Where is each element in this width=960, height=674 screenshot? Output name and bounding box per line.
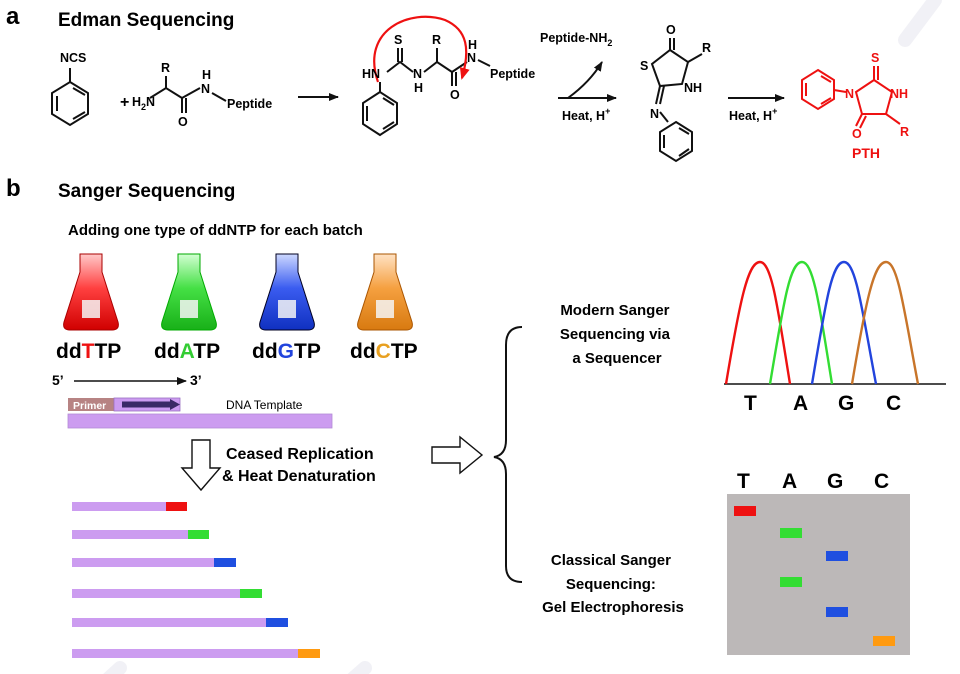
pth-n-label: N: [845, 87, 854, 101]
phenyl-ring-2: [362, 90, 398, 137]
flask-ddgtp: [259, 253, 315, 331]
pth-structure: [801, 66, 901, 129]
label-ddgtp: ddGTP: [252, 340, 321, 363]
thiazolinone-nh-label: NH: [684, 81, 702, 95]
amide-n-label: N: [201, 82, 210, 96]
panel-b-title: Sanger Sequencing: [58, 181, 235, 202]
chromatogram: [724, 260, 946, 385]
fragment-end-1: [166, 502, 187, 511]
amide-h-label: H: [202, 68, 211, 82]
conditions-label-2: Heat, H+: [729, 106, 777, 123]
label-ddctp: ddCTP: [350, 340, 418, 363]
chromatogram-peak-g: [810, 260, 878, 385]
gel-band-t: [734, 506, 756, 516]
modern-label: Modern Sanger Sequencing via a Sequencer: [560, 302, 674, 367]
down-hollow-arrow: [180, 439, 222, 492]
gel-lane-t: T: [737, 470, 750, 493]
gel-band-g-2: [826, 607, 848, 617]
pth-s-label: S: [871, 51, 879, 65]
chromatogram-peak-c: [850, 260, 920, 385]
flask-ddttp: [63, 253, 119, 331]
gel-lane-g: G: [827, 470, 843, 493]
gel-band-a-2: [780, 577, 802, 587]
primer-bar: [68, 398, 114, 411]
thiazolinone-ring: [650, 48, 690, 88]
classical-label: Classical Sanger Sequencing: Gel Electro…: [542, 552, 684, 616]
flask-ddatp: [161, 253, 217, 331]
gel-band-c: [873, 636, 895, 646]
r-group-label-2: R: [432, 33, 441, 47]
panel-a-title: Edman Sequencing: [58, 10, 234, 31]
carbonyl-o-label-2: O: [450, 88, 460, 102]
pth-r-label: R: [900, 125, 909, 139]
template-strand: [67, 413, 333, 429]
dna-template-diagram: 5’ 3’ Primer DNA Template: [52, 372, 333, 429]
r-group-label-1: R: [161, 61, 170, 75]
edman-scheme: [51, 38, 785, 163]
panel-b-letter: b: [6, 175, 21, 202]
step-line-2: & Heat Denaturation: [222, 468, 376, 485]
n-label-2: N: [413, 67, 422, 81]
hn-label: HN: [362, 67, 380, 81]
gel-lane-a: A: [782, 470, 797, 493]
template-label: DNA Template: [226, 398, 303, 412]
gel-lane-c: C: [874, 470, 889, 493]
gel-band-g-1: [826, 551, 848, 561]
label-ddttp: ddTTP: [56, 340, 121, 363]
thione-s-label: S: [394, 33, 402, 47]
nucleophilic-attack-arrow: [373, 15, 470, 83]
primer-label: Primer: [73, 400, 106, 412]
phenyl-ring-3: [659, 120, 693, 163]
pth-nh-label: NH: [890, 87, 908, 101]
thiazolinone-o-label: O: [666, 23, 676, 37]
thiazolinone-s-label: S: [640, 59, 648, 73]
label-ddatp: ddATP: [154, 340, 220, 363]
peptide-label-2: Peptide: [490, 67, 535, 81]
leaving-group-label: Peptide-NH2: [540, 31, 612, 48]
flask-ddctp: [357, 253, 413, 331]
imine-n-label: N: [650, 107, 659, 121]
h-label-2: H: [414, 81, 423, 95]
background-slashes: [103, 0, 942, 674]
flask-caption: Adding one type of ddNTP for each batch: [68, 222, 363, 239]
three-prime-label: 3’: [190, 372, 202, 388]
step-line-1: Ceased Replication: [226, 446, 374, 463]
h-label-3: H: [468, 38, 477, 52]
fragment-end-5: [266, 618, 288, 627]
peptide-label-1: Peptide: [227, 97, 272, 111]
pth-label: PTH: [852, 145, 880, 161]
pth-o-label: O: [852, 127, 862, 141]
bracket: [493, 326, 523, 583]
n-label-3: N: [467, 51, 476, 65]
fragment-end-6: [298, 649, 320, 658]
fragments: [72, 502, 320, 658]
chromatogram-base-a: A: [793, 392, 808, 415]
gel-bands: [734, 506, 895, 646]
fragment-end-3: [214, 558, 236, 567]
carbonyl-o-label-1: O: [178, 115, 188, 129]
gel: [727, 494, 910, 655]
conditions-label-1: Heat, H+: [562, 106, 610, 123]
five-prime-label: 5’: [52, 372, 64, 388]
right-hollow-arrow: [431, 435, 484, 475]
chromatogram-base-g: G: [838, 392, 854, 415]
plus-sign: +: [120, 94, 129, 111]
chromatogram-base-t: T: [744, 392, 757, 415]
chromatogram-base-c: C: [886, 392, 901, 415]
panel-a-letter: a: [6, 3, 20, 30]
amine-label: H2N: [132, 95, 155, 112]
fragment-end-4: [240, 589, 262, 598]
gel-band-a-1: [780, 528, 802, 538]
ncs-label: NCS: [60, 51, 86, 65]
r-group-label-3: R: [702, 41, 711, 55]
fragment-end-2: [188, 530, 209, 539]
phenyl-ring-1: [51, 80, 89, 127]
